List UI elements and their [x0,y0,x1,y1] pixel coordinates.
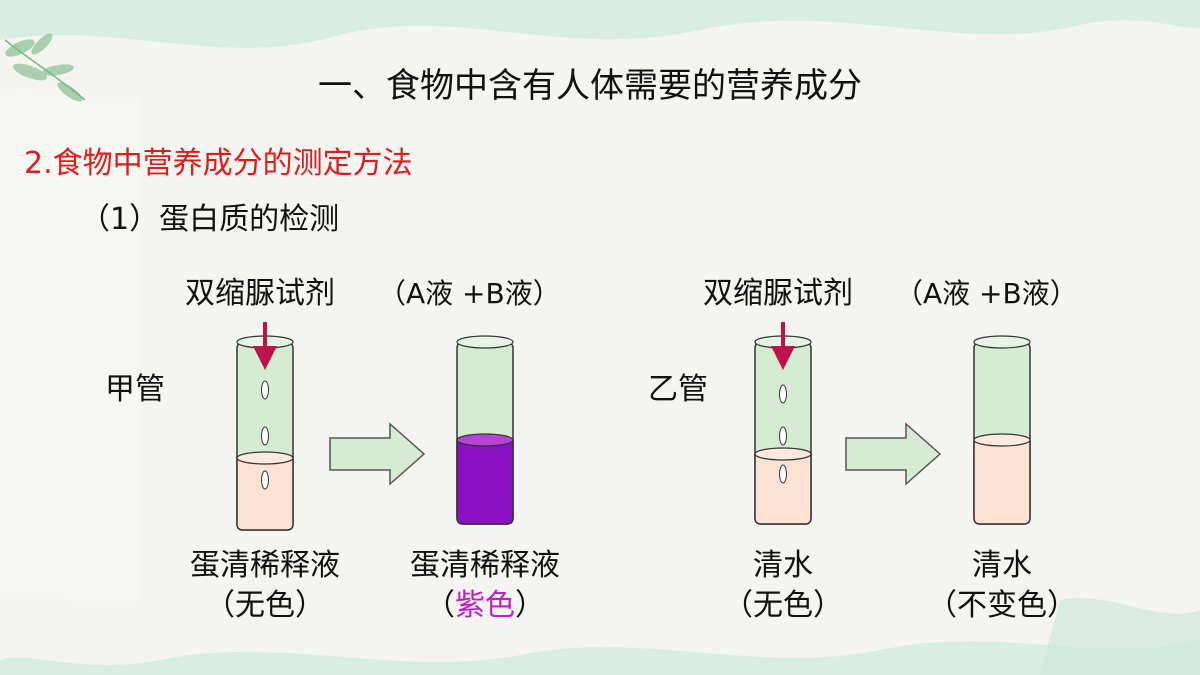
reagent-name-a: 双缩脲试剂 [185,276,335,311]
purple-color-word: 紫色 [455,588,515,623]
caption-b-after: 清水 [972,548,1032,583]
reagent-parts-b: （A液 +B液） [895,277,1078,310]
section-heading: 2.食物中营养成分的测定方法 [24,146,413,181]
test-tube-a-after [456,335,514,525]
test-tube-b-after [973,335,1031,525]
caption-a-before-color: （无色） [205,588,325,623]
caption-a-after-color: （紫色） [425,588,545,623]
caption-a-before: 蛋清稀释液 [190,548,340,583]
leaf-decoration-icon [4,33,86,102]
tube-label-a: 甲管 [105,372,165,407]
caption-b-before: 清水 [753,548,813,583]
slide-title: 一、食物中含有人体需要的营养成分 [318,66,862,106]
subsection-heading: （1）蛋白质的检测 [80,202,340,237]
reagent-name-b: 双缩脲试剂 [703,276,853,311]
caption-b-after-color: （不变色） [927,588,1077,623]
reaction-arrow-b [845,422,942,486]
reagent-parts-a: （A液 +B液） [378,277,561,310]
caption-a-after: 蛋清稀释液 [410,548,560,583]
caption-b-before-color: （无色） [723,588,843,623]
test-tube-b-before [754,335,812,525]
test-tube-a-before [236,335,294,531]
tube-label-b: 乙管 [648,372,708,407]
reaction-arrow-a [329,422,426,486]
